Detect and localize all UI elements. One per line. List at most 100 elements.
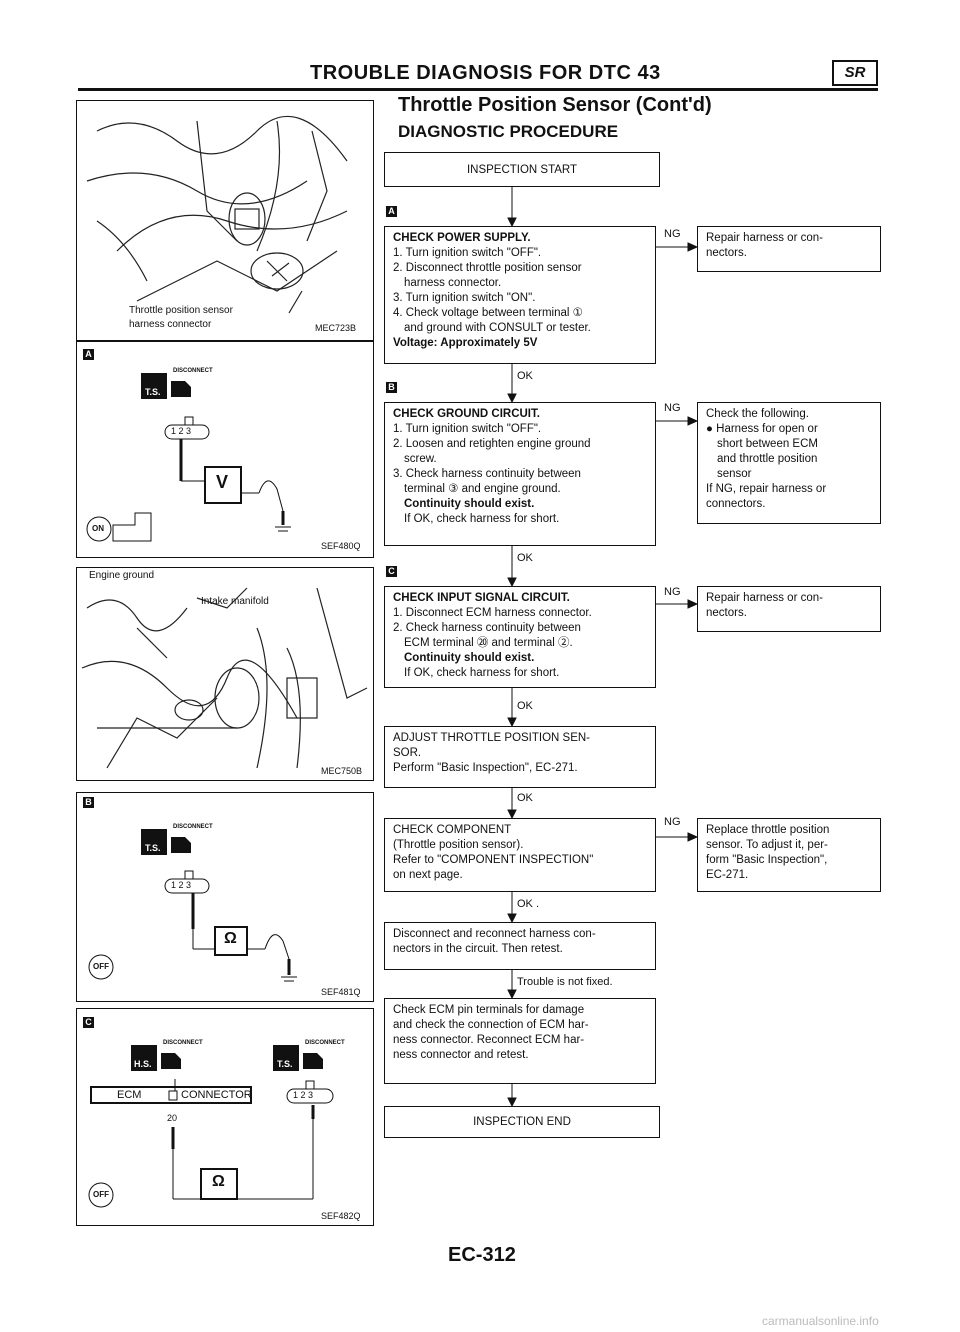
step-a-line: harness connector. (404, 277, 502, 289)
ecm-label: ECM (117, 1089, 142, 1101)
pin-numbers: 1 2 3 (293, 1090, 314, 1100)
figure-code: SEF481Q (321, 987, 361, 997)
step-c-marker: C (83, 1017, 94, 1028)
ignition-key-icon (88, 1182, 114, 1208)
check-component-box: CHECK COMPONENT (Throttle position senso… (384, 818, 656, 892)
intake-manifold-label: Intake manifold (201, 596, 269, 607)
engine-ground-drawing-icon (81, 587, 368, 769)
ng-result-line: short between ECM (717, 438, 818, 450)
step-b-title: CHECK GROUND CIRCUIT. (393, 408, 540, 420)
step-b-check-ground-circuit: CHECK GROUND CIRCUIT. 1. Turn ignition s… (384, 402, 656, 546)
ok-label: OK (517, 792, 533, 804)
step-a-spec: Voltage: Approximately 5V (393, 337, 538, 349)
step-b-line: 1. Turn ignition switch "OFF". (393, 423, 542, 435)
engine-ground-label: Engine ground (89, 570, 155, 581)
step-a-marker: A (386, 206, 397, 217)
ecm-connector-box (90, 1086, 252, 1104)
check-ecm-terminals-box: Check ECM pin terminals for damage and c… (384, 998, 656, 1084)
step-c-line: 2. Check harness continuity between (393, 622, 581, 634)
ng-result-line: Replace throttle position (706, 824, 830, 836)
step-c-marker: C (386, 566, 397, 577)
step-b-marker: B (386, 382, 397, 393)
meter-label: Ω (224, 930, 237, 947)
ts-label: T.S. (277, 1059, 293, 1069)
ng-result-line: Check the following. (706, 408, 809, 420)
step-c-line: If OK, check harness for short. (404, 667, 560, 679)
adjust-line: SOR. (393, 747, 422, 759)
ng-result-line: form "Basic Inspection", (706, 854, 828, 866)
figure-a-voltage-check: A DISCONNECT T.S. 1 2 3 V ON SEF480Q (76, 340, 374, 558)
voltmeter-icon (204, 466, 242, 504)
ohmmeter-icon (214, 926, 248, 956)
ignition-label: OFF (93, 962, 109, 971)
disconnect-label: DISCONNECT (173, 824, 213, 830)
ignition-label: ON (92, 524, 104, 533)
connector-icon (161, 1053, 181, 1069)
step-b-line: If OK, check harness for short. (404, 513, 560, 525)
ok-label: OK (517, 370, 533, 382)
ts-label: T.S. (145, 843, 161, 853)
ignition-key-icon (86, 516, 112, 542)
ts-label: T.S. (145, 387, 161, 397)
pin-numbers: 1 2 3 (171, 880, 192, 890)
step-a-line: 4. Check voltage between terminal ① (393, 307, 583, 319)
ignition-label: OFF (93, 1190, 109, 1199)
ng-result-line: nectors. (706, 247, 747, 259)
connector-label: CONNECTOR (181, 1089, 252, 1101)
connector-icon (171, 381, 191, 397)
disconnect-label-1: DISCONNECT (163, 1040, 203, 1046)
step-a-line: 2. Disconnect throttle position sensor (393, 262, 582, 274)
step-c-check-input-signal: CHECK INPUT SIGNAL CIRCUIT. 1. Disconnec… (384, 586, 656, 688)
ok-label: OK . (517, 898, 540, 910)
step-a-marker: A (83, 349, 94, 360)
ohmmeter-icon (200, 1168, 238, 1200)
sensor-connector-label-2: harness connector (129, 319, 212, 330)
step-c-title: CHECK INPUT SIGNAL CIRCUIT. (393, 592, 570, 604)
step-c-line: ECM terminal ⑳ and terminal ②. (404, 637, 573, 649)
component-line: (Throttle position sensor). (393, 839, 524, 851)
connector-icon (303, 1053, 323, 1069)
component-line: Refer to "COMPONENT INSPECTION" (393, 854, 594, 866)
adjust-line: Perform "Basic Inspection", EC-271. (393, 762, 578, 774)
disconnect-label-2: DISCONNECT (305, 1040, 345, 1046)
connector-icon (171, 837, 191, 853)
ng-label: NG (664, 228, 681, 240)
meter-label: Ω (212, 1173, 225, 1190)
ok-label: OK (517, 700, 533, 712)
step-a-check-power-supply: CHECK POWER SUPPLY. 1. Turn ignition swi… (384, 226, 656, 364)
figure-code: MEC750B (321, 766, 363, 776)
page-number: EC-312 (448, 1244, 516, 1266)
page-title: TROUBLE DIAGNOSIS FOR DTC 43 (310, 62, 661, 84)
ok-label: OK (517, 552, 533, 564)
inspection-start-box: INSPECTION START (384, 152, 660, 187)
step-b-marker: B (83, 797, 94, 808)
figure-code: MEC723B (315, 323, 357, 333)
figure-c-input-signal-check: C DISCONNECT H.S. DISCONNECT T.S. ECM CO… (76, 1008, 374, 1226)
ng-result-line: If NG, repair harness or (706, 483, 827, 495)
ng-result-line: sensor. To adjust it, per- (706, 839, 828, 851)
ng-label: NG (664, 402, 681, 414)
ts-tester-icon (273, 1045, 299, 1071)
step-c-line: 1. Disconnect ECM harness connector. (393, 607, 592, 619)
reconnect-harness-box: Disconnect and reconnect harness con- ne… (384, 922, 656, 970)
component-ng-result: Replace throttle position sensor. To adj… (697, 818, 881, 892)
check-ecm-line: Check ECM pin terminals for damage (393, 1004, 585, 1016)
sr-section-badge: SR (832, 60, 878, 86)
ng-result-line: and throttle position (717, 453, 818, 465)
check-ecm-line: ness connector. Reconnect ECM har- (393, 1034, 585, 1046)
step-a-line: 3. Turn ignition switch "ON". (393, 292, 536, 304)
section-subtitle: Throttle Position Sensor (Cont'd) (398, 94, 712, 116)
inspection-end-box: INSPECTION END (384, 1106, 660, 1138)
engine-drawing-icon (86, 115, 348, 314)
ng-result-line: ● Harness for open or (706, 423, 818, 435)
header-rule (78, 88, 878, 91)
ng-label: NG (664, 816, 681, 828)
meter-label: V (216, 472, 229, 492)
step-b-line: screw. (404, 453, 437, 465)
step-c-ng-result: Repair harness or con- nectors. (697, 586, 881, 632)
ecm-pin-label: 20 (167, 1113, 178, 1123)
ng-result-line: nectors. (706, 607, 747, 619)
ng-result-line: EC-271. (706, 869, 749, 881)
component-line: CHECK COMPONENT (393, 824, 512, 836)
